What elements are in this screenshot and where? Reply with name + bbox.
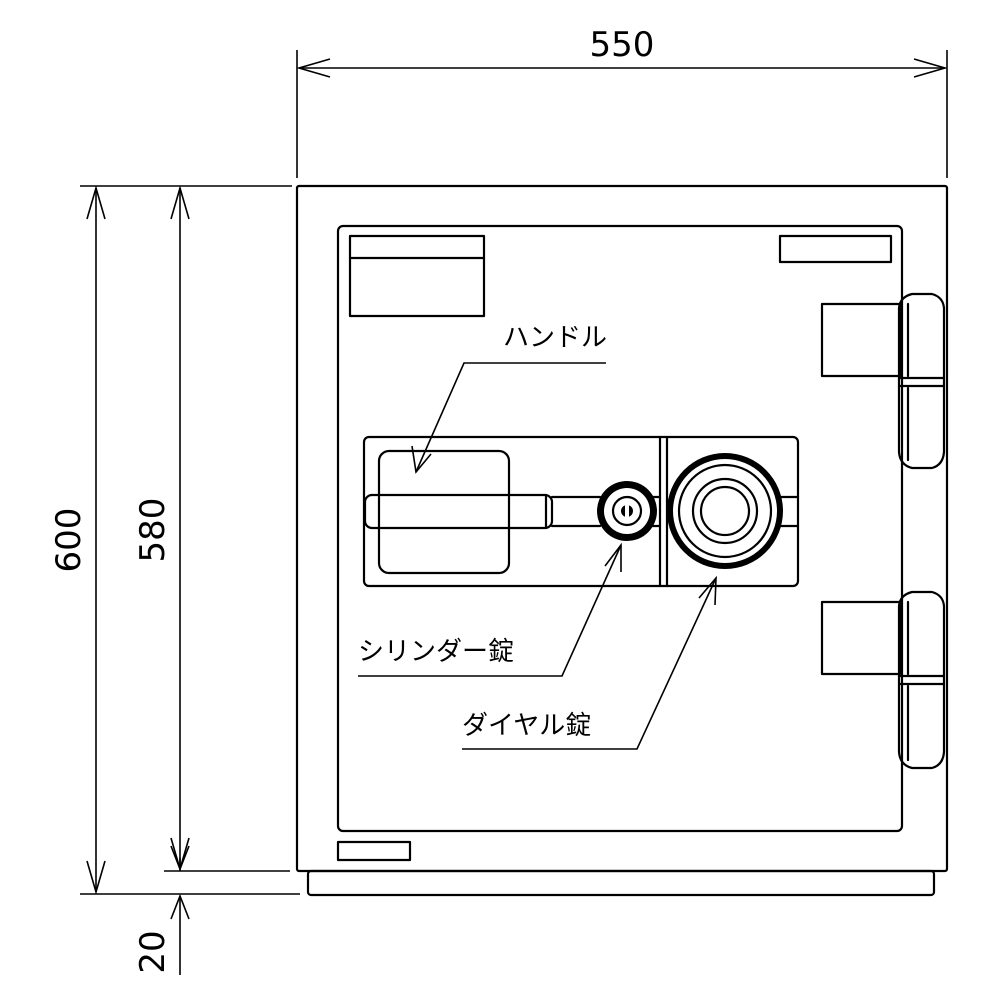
cylinder-lock-label: シリンダー錠 xyxy=(358,637,514,667)
safe-body xyxy=(295,184,949,897)
nameplate xyxy=(336,840,412,862)
label-plate-left xyxy=(348,234,486,318)
dimension-width-label: 550 xyxy=(590,25,655,65)
dimension-height-total: 600 xyxy=(49,185,300,895)
callout-dial-lock: ダイヤル錠 xyxy=(462,575,717,750)
dial-lock-label: ダイヤル錠 xyxy=(462,711,591,741)
label-plate-right xyxy=(778,234,893,264)
handle-label: ハンドル xyxy=(503,323,607,353)
callout-cylinder-lock: シリンダー錠 xyxy=(358,542,622,677)
hinge-upper xyxy=(820,292,946,470)
cylinder-lock xyxy=(597,481,657,541)
dimension-width: 550 xyxy=(296,25,948,178)
dimension-height-total-label: 600 xyxy=(49,508,89,573)
hinge-lower xyxy=(820,590,946,770)
dimension-base-height: 20 xyxy=(133,845,190,975)
callout-handle: ハンドル xyxy=(411,323,607,474)
dimension-height-body-label: 580 xyxy=(133,498,173,563)
dimension-height-body: 580 xyxy=(133,185,290,872)
handle xyxy=(363,449,800,575)
dimension-base-height-label: 20 xyxy=(133,930,173,973)
dial-lock xyxy=(667,453,783,569)
